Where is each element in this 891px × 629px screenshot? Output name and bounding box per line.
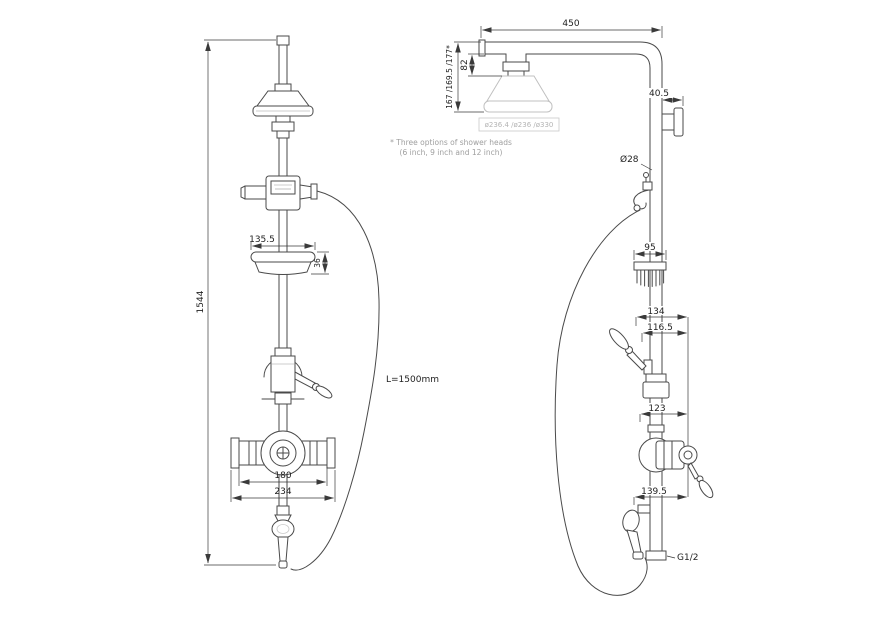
handset-front [271, 505, 295, 569]
inlet-connector-side [645, 550, 667, 561]
dim-label-hose-length: L=1500mm [386, 375, 439, 385]
dim-label-head-drop-options: 167 /169.5 /177* [445, 45, 454, 109]
head-option-rim [483, 100, 553, 113]
shower-hose-front [290, 190, 380, 571]
dim-dish-projection: 95 [633, 242, 667, 260]
arm-end-cap [478, 39, 486, 57]
valve-lever-shaft-side [687, 462, 700, 480]
dim-riser-diameter: Ø28 [620, 154, 653, 171]
riser-top-cap-front [276, 35, 290, 46]
dim-lever-projection-secondary: 116.5 [641, 322, 687, 342]
head-diameter-box [478, 117, 560, 132]
dim-inlet-connection: G1/2 [666, 553, 698, 563]
front-view: 1544 L=1500 [196, 35, 439, 571]
soap-dish-side [633, 261, 667, 287]
dim-label-wall-offset: 40.5 [649, 89, 669, 99]
arm-riser-inner [525, 53, 651, 559]
lever-grip-front [315, 385, 333, 399]
shower-head-side: ø236.4 /ø236 /ø330 [478, 53, 560, 132]
dim-label-valve-centres: 180 [274, 471, 291, 481]
flow-control-front [261, 347, 333, 405]
diverter-body-side [642, 373, 670, 399]
head-option-flare [486, 75, 550, 102]
shower-head-front [252, 83, 314, 117]
diverter-front [240, 175, 318, 211]
brand-plate [270, 180, 296, 195]
dim-label-lever-projection-secondary: 116.5 [647, 323, 673, 333]
dim-label-inlet-connection: G1/2 [677, 553, 698, 563]
dim-soap-dish-width: 135.5 [249, 235, 316, 250]
dim-label-valve-overall: 234 [274, 487, 291, 497]
handset-side [622, 504, 651, 560]
dim-head-drop-options: 167 /169.5 /177* [445, 41, 484, 113]
dim-lever-projection: 134 [635, 306, 687, 326]
dim-label-dish-projection: 95 [644, 243, 655, 253]
shower-hose-side [554, 209, 648, 596]
dim-label-soap-dish-depth: 36 [313, 258, 322, 268]
dim-label-arm-projection: 450 [562, 19, 579, 29]
dim-label-riser-diameter: Ø28 [620, 154, 639, 165]
dim-valve-centres: 180 [238, 467, 328, 486]
handset-hook-side [633, 172, 653, 212]
thermostatic-valve-front [230, 430, 336, 476]
soap-dish-front [250, 251, 316, 275]
thermostatic-valve-side [638, 424, 714, 499]
valve-lever-grip-side [698, 479, 714, 499]
dim-label-overall-height: 1544 [196, 290, 206, 313]
arm-riser-outer [483, 41, 663, 559]
head-connector-front [271, 115, 295, 139]
dim-label-valve-projection: 123 [648, 404, 665, 414]
dim-overall-height: 1544 [196, 39, 276, 566]
dim-valve-overall: 234 [230, 470, 336, 502]
dim-label-handset-projection: 139.5 [641, 487, 667, 497]
lever-shaft-front [294, 371, 316, 389]
diverter-lever-side [609, 328, 653, 375]
dim-label-arm-drop: 82 [460, 59, 470, 70]
dim-label-lever-projection: 134 [647, 307, 664, 317]
dim-arm-projection: 450 [480, 19, 663, 38]
dim-soap-dish-depth: 36 [311, 251, 329, 275]
note-line1: * Three options of shower heads [390, 138, 512, 147]
dim-arm-drop: 82 [460, 53, 502, 77]
dim-wall-offset: 40.5 [645, 88, 684, 106]
dim-valve-projection: 123 [639, 403, 687, 422]
dim-label-head-diameters: ø236.4 /ø236 /ø330 [485, 121, 554, 129]
side-view: 450 ø236.4 /ø236 /ø330 82 [390, 19, 714, 596]
note-line2: (6 inch, 9 inch and 12 inch) [400, 148, 503, 157]
dim-label-soap-dish-width: 135.5 [249, 235, 275, 245]
wall-bracket-top [661, 107, 684, 137]
dim-handset-projection: 139.5 [633, 486, 687, 505]
lever-grip-side [609, 328, 629, 350]
